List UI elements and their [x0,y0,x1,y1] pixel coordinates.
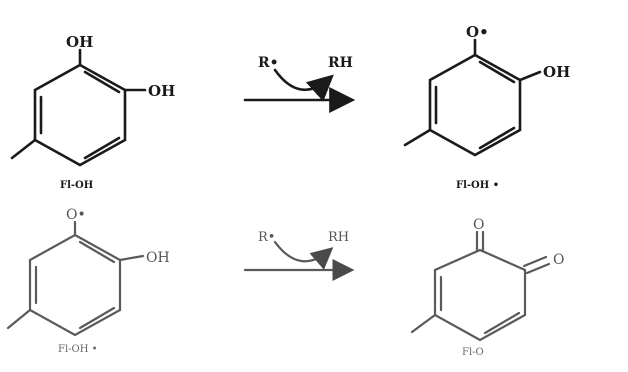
reactant-1-molecule: OH OH Fl-OH [10,33,175,191]
reactant-2-molecule: O• OH Fl-OH • [6,207,170,355]
bond-methyl [6,308,32,330]
benzene-ring [28,233,122,337]
label-o-right: O [553,252,564,268]
bond-o-right-b [525,262,551,275]
reaction-2: O• OH Fl-OH • R• RH O O Fl-O [6,207,564,358]
label-oh-right: OH [148,82,175,100]
reaction-1: OH OH Fl-OH R• RH O• OH Fl-OH • [10,23,570,191]
bond-o-right-a [522,255,548,268]
caption-product-1: Fl-OH • [456,180,499,191]
bond-oh-right [518,70,542,82]
label-oh-right: OH [146,250,170,266]
quinone-ring [433,248,527,342]
label-o-radical: O• [66,207,86,223]
label-reagent-in-1: R• [258,55,279,71]
product-1-molecule: O• OH Fl-OH • [403,23,570,191]
product-2-molecule: O O Fl-O [410,217,564,358]
reaction-arrow-2: R• RH [243,230,355,281]
bond-methyl [410,313,437,334]
bond-methyl [10,138,37,160]
benzene-ring [428,53,522,157]
caption-reactant-2: Fl-OH • [58,344,98,355]
benzene-ring [33,63,127,167]
label-oh-right: OH [543,63,570,81]
label-reagent-out-1: RH [328,55,353,71]
label-o-radical: O• [466,23,489,41]
label-o-top: O [473,217,484,233]
caption-product-2: Fl-O [462,347,484,358]
label-reagent-out-2: RH [328,230,349,245]
label-reagent-in-2: R• [258,230,275,245]
caption-reactant-1: Fl-OH [60,180,93,191]
bond-oh-right [118,254,145,262]
reaction-arrow-1: R• RH [243,55,356,113]
bond-methyl [403,128,432,147]
label-oh-top: OH [66,33,93,51]
